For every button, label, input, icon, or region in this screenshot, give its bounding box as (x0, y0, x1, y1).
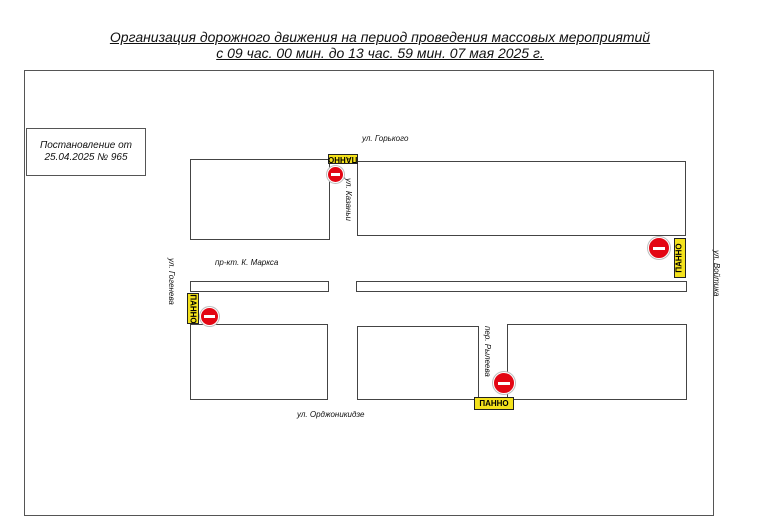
block-northeast (357, 161, 686, 236)
panno-panel-kazanya: ПАННО (328, 154, 358, 164)
panno-label: ПАННО (675, 243, 684, 273)
no-entry-icon (327, 166, 344, 183)
block-median-east (356, 281, 687, 292)
panno-label: ПАННО (328, 155, 358, 164)
block-south-middle (357, 326, 479, 400)
map-frame (24, 70, 714, 516)
decree-box: Постановление от 25.04.2025 № 965 (26, 128, 146, 176)
street-label-ryleeva: пер. Рылеева (483, 326, 492, 377)
decree-line1: Постановление от (39, 140, 133, 151)
street-label-voitika: ул. Войтика (712, 250, 721, 297)
decree-line2: 25.04.2025 № 965 (44, 152, 128, 163)
map-title-line1: Организация дорожного движения на период… (109, 29, 651, 45)
panno-panel-voitika: ПАННО (674, 238, 686, 278)
block-median-west (190, 281, 329, 292)
street-label-gogeneva: ул. Гогенева (167, 258, 176, 305)
block-southwest (190, 324, 328, 400)
no-entry-icon (200, 307, 219, 326)
map-title-line2: с 09 час. 00 мин. до 13 час. 59 мин. 07 … (216, 45, 544, 61)
no-entry-icon (648, 237, 670, 259)
panno-panel-ordzhonikidze: ПАННО (474, 397, 514, 410)
no-entry-icon (493, 372, 515, 394)
panno-label: ПАННО (189, 293, 198, 324)
street-label-gorkogo: ул. Горького (362, 134, 409, 143)
panno-panel-gogeneva: ПАННО (187, 293, 199, 324)
street-label-ordzhonikidze: ул. Орджоникидзе (297, 410, 365, 419)
block-southeast (507, 324, 687, 400)
street-label-marksa: пр-кт. К. Маркса (215, 258, 279, 267)
panno-label: ПАННО (479, 398, 509, 408)
block-northwest (190, 159, 330, 240)
street-label-kazanya: ул. Казаньи (344, 178, 353, 221)
